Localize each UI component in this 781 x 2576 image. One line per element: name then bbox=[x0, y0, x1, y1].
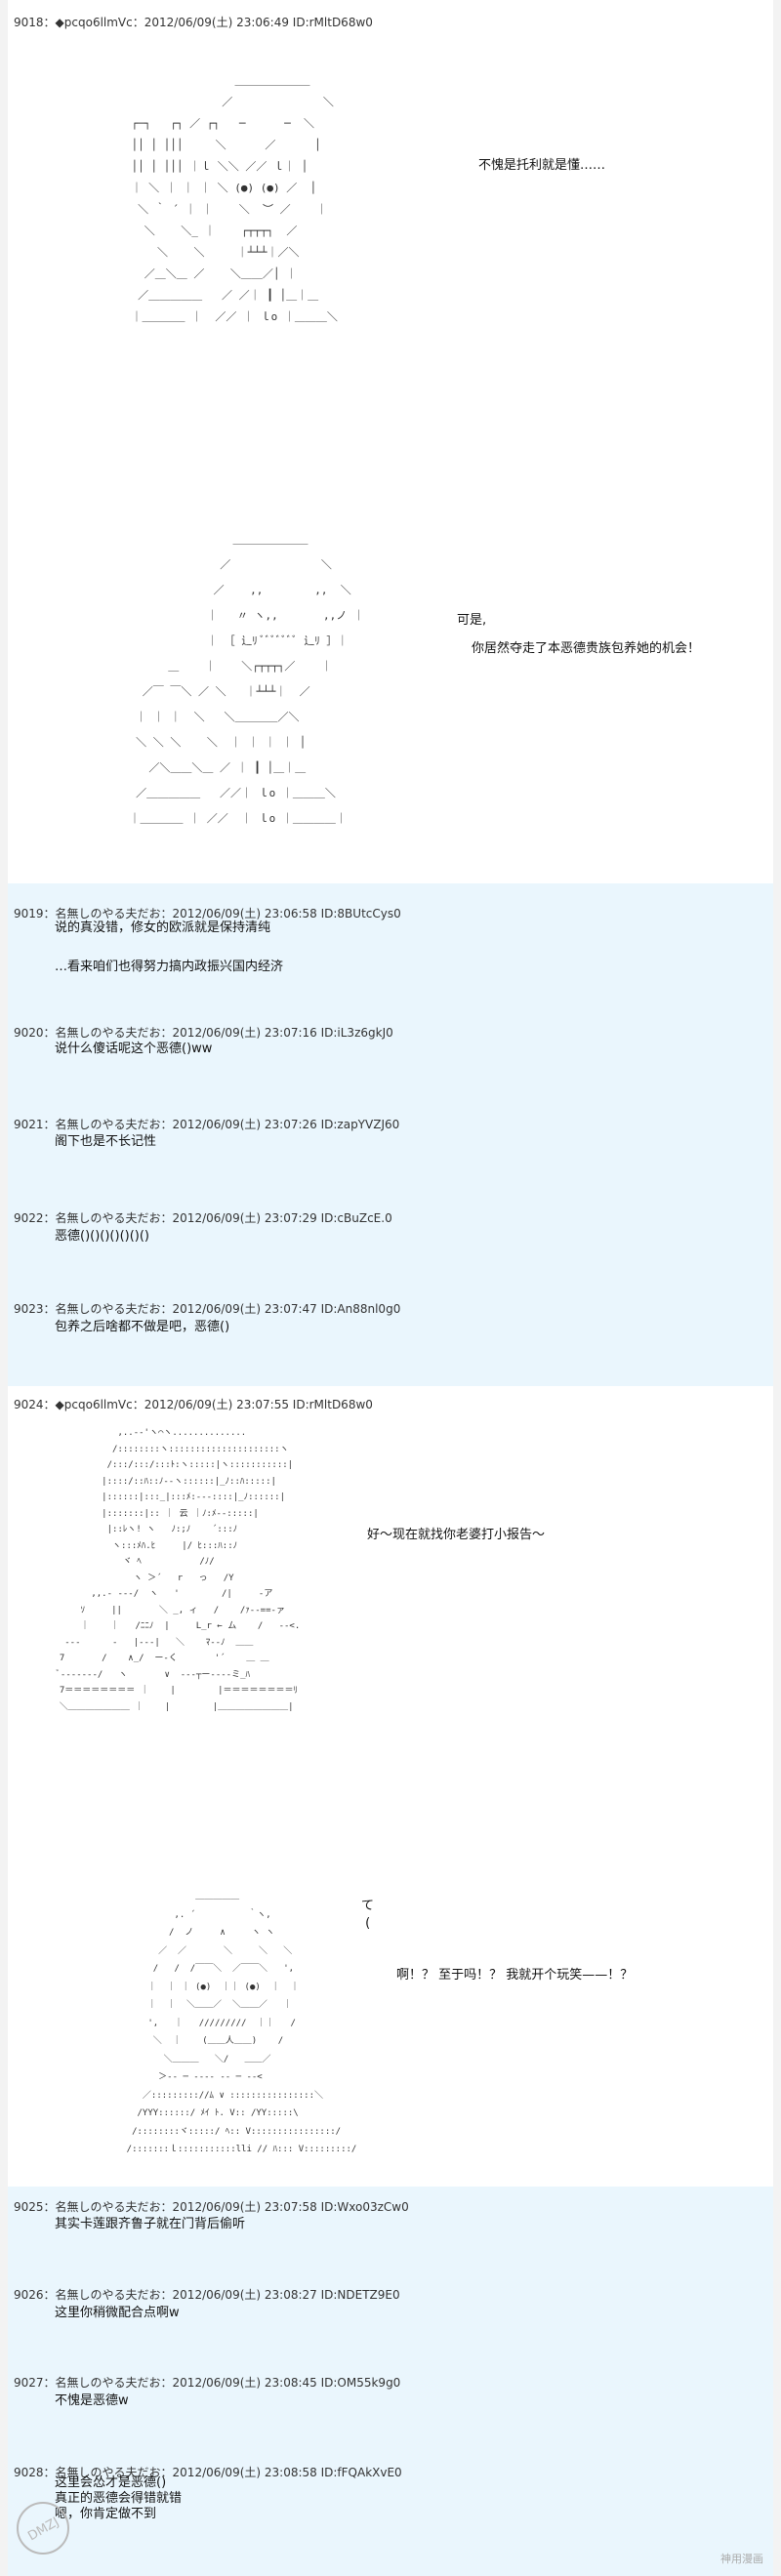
ascii-art-skull-mask: ＿＿＿＿＿ ,. ´ ｀ヽ, / ノ ∧ ヽ ヽ ／ ／ ＼ ＼ ＼ / / /… bbox=[126, 1892, 357, 2154]
post-9023: 9023：名無しのやる夫だお：2012/06/09(土) 23:07:47 ID… bbox=[8, 1292, 773, 1386]
post-header: 9022：名無しのやる夫だお：2012/06/09(土) 23:07:29 ID… bbox=[14, 1211, 392, 1225]
post-9020: 9020：名無しのやる夫だお：2012/06/09(土) 23:07:16 ID… bbox=[8, 999, 773, 1106]
post-header: 9019：名無しのやる夫だお：2012/06/09(土) 23:06:58 ID… bbox=[14, 907, 401, 920]
aa-caption: 好～现在就找你老婆打小报告～ bbox=[367, 1528, 546, 1542]
post-body: 阁下也是不长记性 bbox=[55, 1134, 157, 1149]
ascii-art-skull-2: ＿＿＿＿＿＿＿ ／ ＼ ／ ,, ,, ＼ ｜ 〃 ヽ,, ,,ノ ｜ ｜ ［ … bbox=[129, 533, 364, 825]
post-header: 9024：◆pcqo6llmVc：2012/06/09(土) 23:07:55 … bbox=[14, 1398, 373, 1411]
watermark-badge-icon: DMZJ bbox=[17, 2502, 69, 2555]
aa-caption: 不愧是托利就是懂…… bbox=[478, 158, 606, 173]
aa-caption: 啊！？ 至于吗！？ 我就开个玩笑——！？ bbox=[396, 1968, 634, 1983]
watermark-badge-text: DMZJ bbox=[25, 2515, 62, 2544]
post-9026: 9026：名無しのやる夫だお：2012/06/09(土) 23:08:27 ID… bbox=[8, 2274, 773, 2364]
post-9019: 9019：名無しのやる夫だお：2012/06/09(土) 23:06:58 ID… bbox=[8, 883, 773, 999]
post-9022: 9022：名無しのやる夫だお：2012/06/09(土) 23:07:29 ID… bbox=[8, 1200, 773, 1292]
post-header: 9025：名無しのやる夫だお：2012/06/09(土) 23:07:58 ID… bbox=[14, 2200, 409, 2214]
post-body: 包养之后啥都不做是吧，恶德() bbox=[55, 1320, 230, 1334]
watermark-logo: DMZJ bbox=[14, 2499, 72, 2557]
post-body: 不愧是恶德w bbox=[55, 2393, 129, 2408]
aa-caption: 你居然夺走了本恶德贵族包养她的机会！ bbox=[472, 641, 701, 656]
post-9024: 9024：◆pcqo6llmVc：2012/06/09(土) 23:07:55 … bbox=[8, 1386, 773, 2187]
post-body: 恶德()()()()()()() bbox=[55, 1229, 150, 1244]
post-header: 9023：名無しのやる夫だお：2012/06/09(土) 23:07:47 ID… bbox=[14, 1302, 401, 1316]
post-body: 其实卡莲跟齐鲁子就在门背后偷听 bbox=[55, 2217, 246, 2231]
post-9018: 9018：◆pcqo6llmVc：2012/06/09(土) 23:06:49 … bbox=[8, 0, 773, 883]
watermark-corner: 神用漫画 bbox=[720, 2553, 763, 2565]
post-9021: 9021：名無しのやる夫だお：2012/06/09(土) 23:07:26 ID… bbox=[8, 1106, 773, 1200]
thread-page: 9018：◆pcqo6llmVc：2012/06/09(土) 23:06:49 … bbox=[8, 0, 773, 2576]
post-body: 这里你稍微配合点啊w bbox=[55, 2306, 180, 2320]
post-header: 9027：名無しのやる夫だお：2012/06/09(土) 23:08:45 ID… bbox=[14, 2376, 401, 2390]
post-header: 9026：名無しのやる夫だお：2012/06/09(土) 23:08:27 ID… bbox=[14, 2288, 400, 2302]
post-header: 9021：名無しのやる夫だお：2012/06/09(土) 23:07:26 ID… bbox=[14, 1118, 400, 1131]
post-body: 说什么傻话呢这个恶德()ww bbox=[55, 1042, 213, 1056]
post-header: 9018：◆pcqo6llmVc：2012/06/09(土) 23:06:49 … bbox=[14, 16, 373, 29]
post-body: 这里会怂才是恶德() 真正的恶德会得错就错 嗯，你肯定做不到 bbox=[55, 2475, 183, 2521]
ascii-art-character: ,..-‐'ヽ⌒ヽ.............. /::::::::ヽ::::::… bbox=[54, 1428, 301, 1712]
aa-caption: 可是, bbox=[457, 613, 487, 628]
post-9025: 9025：名無しのやる夫だお：2012/06/09(土) 23:07:58 ID… bbox=[8, 2187, 773, 2274]
ascii-art-skull-1: ＿＿＿＿＿＿＿ ／ ＼ ┌─┐ ┌┐ ／ ┌┐ ─ ─ ＼ ││ │ │││ ＼… bbox=[131, 74, 338, 323]
post-9027: 9027：名無しのやる夫だお：2012/06/09(土) 23:08:45 ID… bbox=[8, 2364, 773, 2454]
post-body: 说的真没错，修女的欧派就是保持清纯 …看来咱们也得努力搞内政振兴国内经济 bbox=[55, 920, 284, 974]
post-9028: 9028：名無しのやる夫だお：2012/06/09(土) 23:08:58 ID… bbox=[8, 2454, 773, 2576]
aa-sound-effect: て ( bbox=[361, 1899, 375, 1931]
post-header: 9028：名無しのやる夫だお：2012/06/09(土) 23:08:58 ID… bbox=[14, 2466, 402, 2479]
post-header: 9020：名無しのやる夫だお：2012/06/09(土) 23:07:16 ID… bbox=[14, 1026, 393, 1040]
